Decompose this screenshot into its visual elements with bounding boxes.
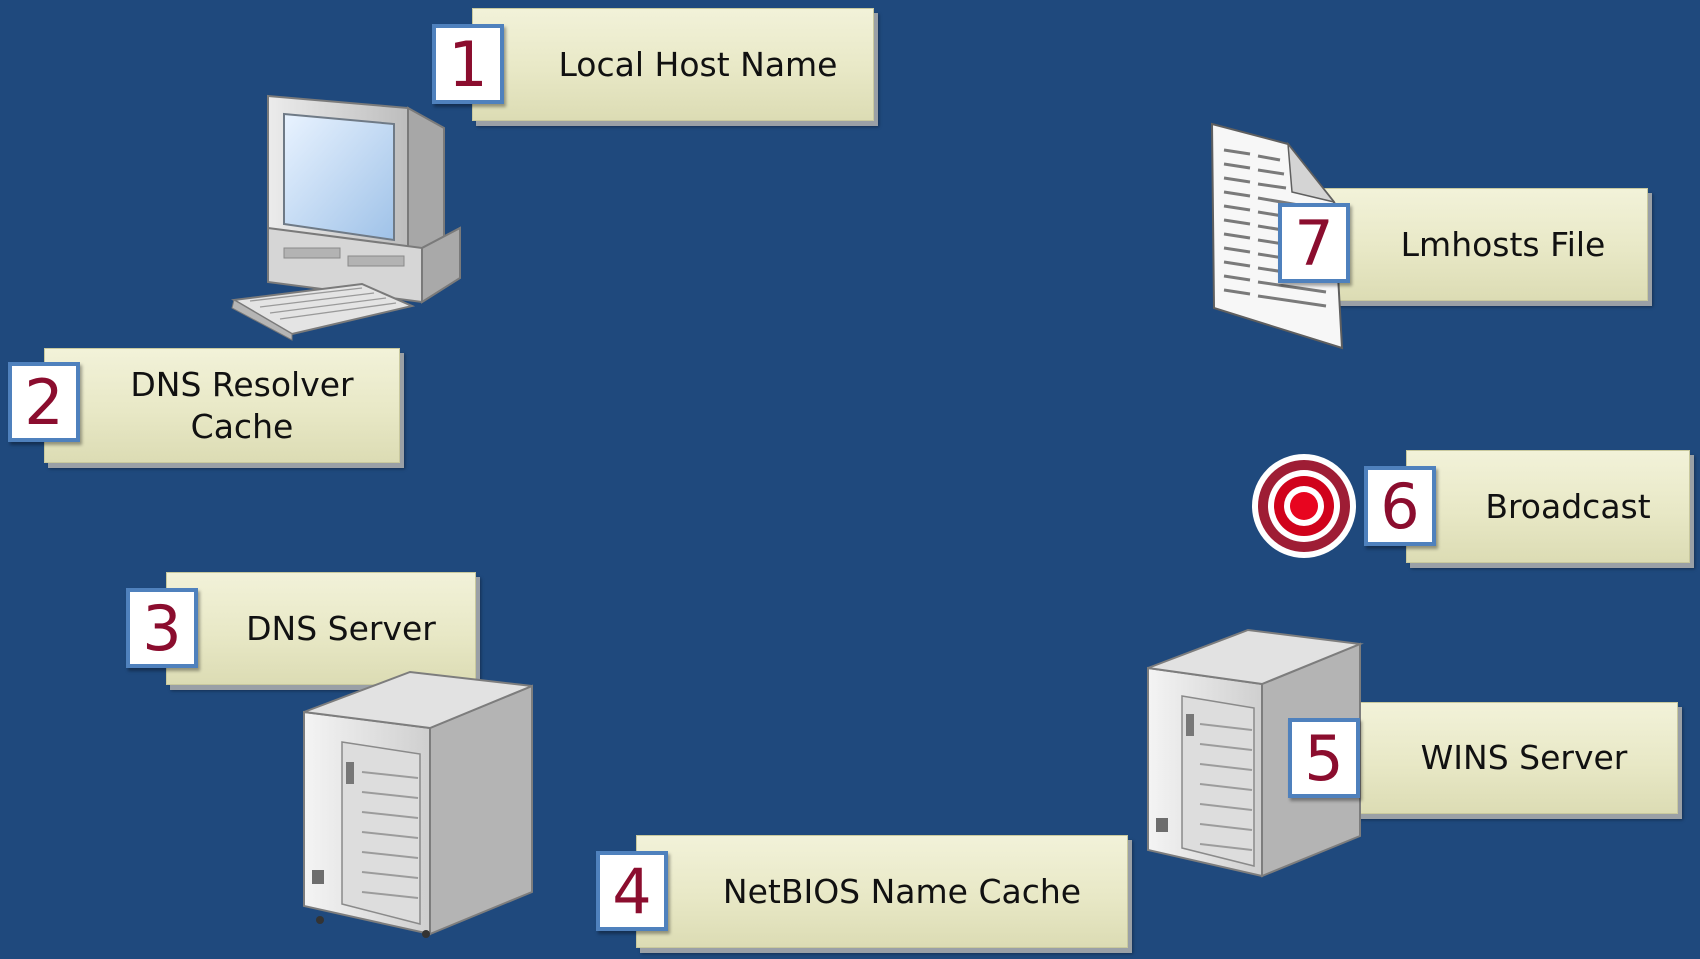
step-number-text: 5: [1304, 721, 1344, 795]
step-1-label-box: Local Host Name: [472, 8, 874, 121]
step-label: Broadcast: [1485, 486, 1651, 526]
step-number-text: 3: [142, 591, 182, 665]
step-5-number: 5: [1288, 718, 1360, 798]
step-2-label-box: DNS Resolver Cache: [44, 348, 400, 463]
step-number-text: 2: [24, 365, 64, 439]
step-3-number: 3: [126, 588, 198, 668]
step-3-label-box: DNS Server: [166, 572, 476, 685]
step-number-text: 6: [1380, 469, 1420, 543]
step-label: DNS Server: [246, 608, 436, 648]
step-7-number: 7: [1278, 203, 1350, 283]
step-number-text: 1: [448, 27, 488, 101]
step-label: NetBIOS Name Cache: [722, 871, 1082, 911]
step-6-label-box: Broadcast: [1406, 450, 1690, 563]
step-5-label-box: WINS Server: [1330, 702, 1678, 814]
step-label: WINS Server: [1420, 738, 1628, 778]
target-icon: [1250, 452, 1358, 560]
step-label: Local Host Name: [558, 44, 838, 84]
step-4-label-box: NetBIOS Name Cache: [636, 835, 1128, 948]
step-6-number: 6: [1364, 466, 1436, 546]
step-7-label-box: Lmhosts File: [1318, 188, 1648, 301]
step-1-number: 1: [432, 24, 504, 104]
step-label: DNS Resolver Cache: [130, 365, 354, 446]
step-number-text: 7: [1294, 206, 1334, 280]
step-label: Lmhosts File: [1400, 224, 1606, 264]
step-number-text: 4: [612, 854, 652, 928]
desktop-computer-icon: [212, 88, 474, 350]
step-2-number: 2: [8, 362, 80, 442]
server-tower-icon: [300, 664, 536, 938]
step-4-number: 4: [596, 851, 668, 931]
